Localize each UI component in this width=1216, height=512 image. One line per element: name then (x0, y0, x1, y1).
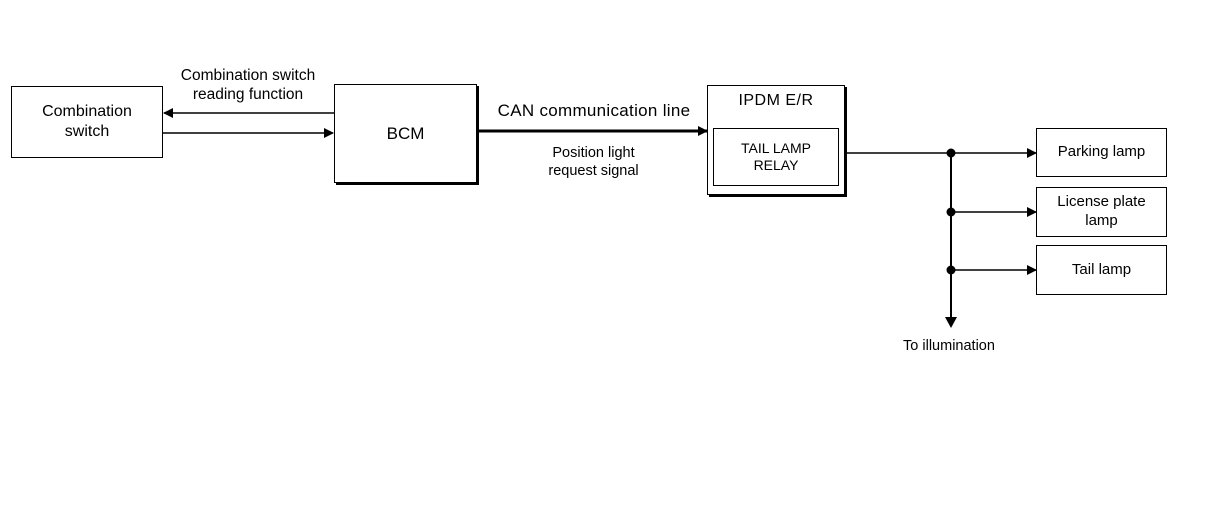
to-illumination-arrowhead (945, 317, 957, 328)
to-illumination-label: To illumination (903, 338, 995, 354)
license-plate-lamp-block: License plate lamp (1036, 187, 1167, 237)
combination-switch-block: Combination switch (11, 86, 163, 158)
tail-lamp-block: Tail lamp (1036, 245, 1167, 295)
ipdm-er-title: IPDM E/R (738, 92, 814, 109)
combination-switch-reading-label: Combination switch reading function (180, 67, 316, 104)
position-light-request-label: Position light request signal (548, 145, 639, 180)
parking-lamp-block: Parking lamp (1036, 128, 1167, 177)
tail-lamp-relay-block: TAIL LAMP RELAY (713, 128, 839, 186)
ipdm-er-block: IPDM E/R TAIL LAMP RELAY (707, 85, 845, 195)
can-communication-line-label: CAN communication line (497, 101, 691, 120)
bcm-block: BCM (334, 84, 477, 183)
